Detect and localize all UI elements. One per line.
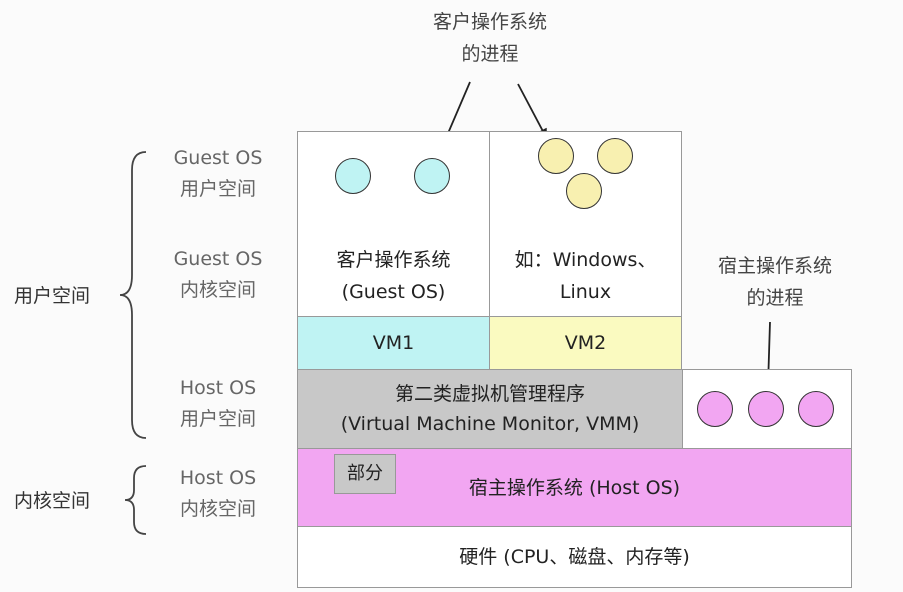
host-os-label: 宿主操作系统 (Host OS) [468,476,681,499]
vmm-kernel-part [334,454,396,494]
vm1-box [297,131,490,317]
vm2-box [489,131,682,317]
vm2-label: VM2 [564,332,607,354]
host-process-annotation-line1: 宿主操作系统 [717,255,832,277]
vmm-label-line2: (Virtual Machine Monitor, VMM) [340,413,640,435]
vm1-guest-os: 客户操作系统 (Guest OS) [297,244,490,308]
user-space-label: 用户空间 [14,285,91,307]
vm2-process-circle [538,138,574,174]
vm1-guest-os-line1: 客户操作系统 [336,249,451,271]
kernel-space-label: 内核空间 [14,490,91,512]
vm1-guest-os-line2: (Guest OS) [341,281,446,303]
vmm-kernel-part-label: 部分 [347,463,383,484]
host-process-annotation: 宿主操作系统 的进程 [690,250,860,314]
host-user-space-label-line2: 用户空间 [179,408,256,430]
vm1-label-bar [297,316,490,370]
vmm-label: 第二类虚拟机管理程序 (Virtual Machine Monitor, VMM… [297,369,683,449]
vm2-process-circle [566,173,602,209]
kernel-space-brace [124,465,147,535]
arrow-to-vm2-process [517,83,547,139]
vm2-guest-os: 如：Windows、 Linux [489,244,682,308]
guest-kernel-space-label-line2: 内核空间 [179,279,256,301]
vmm-layer [297,369,683,449]
guest-user-space-label: Guest OS 用户空间 [150,143,286,205]
guest-kernel-space-label: Guest OS 内核空间 [150,244,286,306]
host-kernel-space-label: Host OS 内核空间 [150,463,286,525]
host-user-space-label: Host OS 用户空间 [150,373,286,435]
host-process-circle [798,391,834,427]
guest-process-annotation: 客户操作系统 的进程 [400,6,580,70]
user-space-brace [119,151,147,439]
host-process-annotation-line2: 的进程 [746,287,804,309]
guest-user-space-label-line2: 用户空间 [179,178,256,200]
host-process-circle [697,391,733,427]
host-user-space-label-line1: Host OS [179,377,257,399]
host-kernel-space-label-line2: 内核空间 [179,498,256,520]
vm2-process-circle [597,138,633,174]
host-process-circle [748,391,784,427]
guest-kernel-space-label-line1: Guest OS [173,248,263,270]
vm2-guest-os-line1: 如：Windows、 [514,249,657,271]
vm2-label-bar [489,316,682,370]
vm2-guest-os-line2: Linux [559,281,612,303]
vmm-label-line1: 第二类虚拟机管理程序 [394,383,585,405]
hardware-label: 硬件 (CPU、磁盘、内存等) [459,546,690,568]
vm1-process-circle [335,158,371,194]
vm1-process-circle [414,158,450,194]
host-kernel-space-label-line1: Host OS [179,467,257,489]
guest-process-annotation-line1: 客户操作系统 [432,11,547,33]
guest-user-space-label-line1: Guest OS [173,147,263,169]
vm1-label: VM1 [372,332,415,354]
hardware-layer [297,526,852,588]
guest-process-annotation-line2: 的进程 [461,43,519,65]
